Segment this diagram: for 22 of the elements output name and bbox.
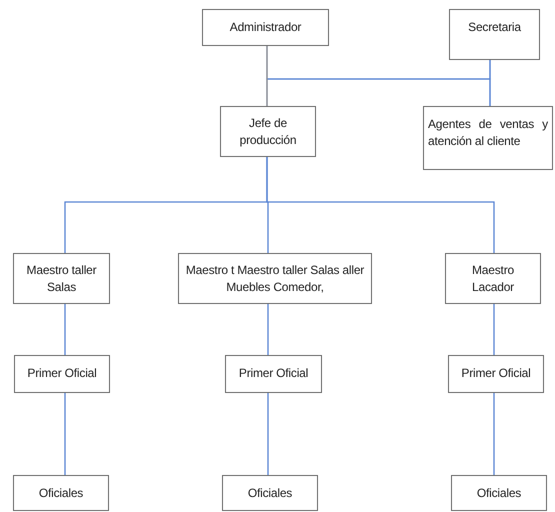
role-box: Oficiales [222,475,318,511]
connector-line [267,393,269,475]
connector-line [266,157,495,253]
role-box: Maestro Lacador [445,253,541,304]
role-box: Primer Oficial [448,355,544,393]
connector-line [489,60,491,106]
role-box: Primer Oficial [14,355,110,393]
role-box: Agentes de ventas y atención al cliente [423,106,553,170]
connector-line [267,304,269,355]
connector-line [64,393,66,475]
connector-line [64,304,66,355]
role-box: Secretaria [449,9,540,60]
role-box: Jefe de producción [220,106,316,157]
role-box: Maestro t Maestro taller Salas aller Muebles Comedor, [178,253,372,304]
role-box: Primer Oficial [225,355,322,393]
role-box: Maestro taller Salas [13,253,110,304]
role-box: Oficiales [13,475,109,511]
role-box: Administrador [202,9,329,46]
connector-line [493,393,495,475]
connector-line [266,46,268,106]
role-box: Oficiales [451,475,547,511]
connector-line [493,304,495,355]
